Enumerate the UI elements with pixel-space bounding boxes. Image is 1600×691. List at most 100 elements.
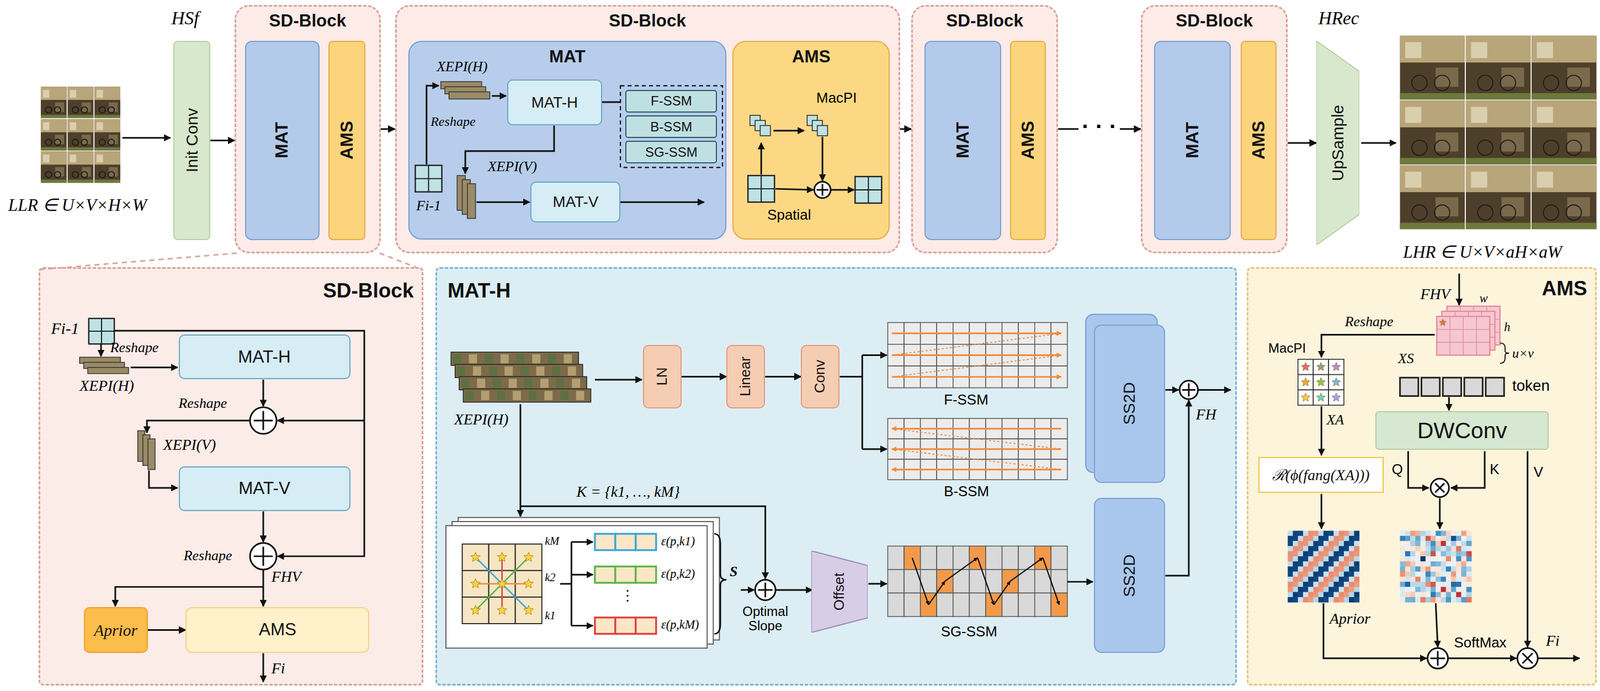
heatmap-cell xyxy=(1313,540,1319,547)
wire xyxy=(519,404,522,517)
ss2d-box: SS2D xyxy=(1093,324,1166,483)
photo-detail xyxy=(1400,100,1465,128)
heatmap-cell xyxy=(1287,571,1294,578)
panel-title: AMS xyxy=(733,46,889,67)
detail-panel: LNLinearConvSS2DOffsetSS2DMAT-H xyxy=(435,267,1237,686)
scan-label: F-SSM xyxy=(943,391,989,408)
heatmap-cell xyxy=(1435,545,1442,552)
tensor-label: FHV xyxy=(271,568,302,586)
star-marker xyxy=(1331,377,1341,386)
heatmap-cell xyxy=(1461,576,1467,583)
star-marker xyxy=(1439,319,1447,326)
epi-strip xyxy=(87,367,129,374)
heatmap-cell xyxy=(1298,592,1304,598)
wire xyxy=(475,557,529,611)
mat-module: MAT xyxy=(1154,40,1231,241)
photo-detail xyxy=(72,107,79,114)
heatmap-cell xyxy=(1343,597,1350,603)
heatmap-cell xyxy=(1333,535,1339,542)
prior-box: Aprior xyxy=(83,607,148,653)
star-marker xyxy=(1331,362,1341,371)
photo-detail xyxy=(40,119,67,133)
epi-strip-detail xyxy=(481,390,490,401)
box-label: Linear xyxy=(737,356,754,397)
heatmap-cell xyxy=(1435,586,1442,593)
epi-strip-detail xyxy=(456,366,466,376)
process-box: AMS xyxy=(185,607,370,653)
tensor-label: FHV xyxy=(1420,285,1451,304)
photo-detail xyxy=(1543,204,1559,221)
heatmap-cell xyxy=(1400,581,1406,588)
heatmap-cell xyxy=(1323,586,1330,593)
dimension-label: h xyxy=(1503,320,1511,334)
heatmap-cell xyxy=(1425,566,1432,572)
tensor-label: XEPI(H) xyxy=(454,411,509,429)
heatmap-cell xyxy=(1328,535,1334,542)
flow-arrow xyxy=(1287,141,1317,144)
heatmap-cell xyxy=(1415,535,1421,542)
photo-detail xyxy=(67,114,94,119)
heatmap-cell xyxy=(1441,535,1447,542)
photo-detail xyxy=(72,139,79,146)
wire xyxy=(840,375,863,378)
heatmap-cell xyxy=(1466,586,1472,593)
heatmap-cell xyxy=(1446,530,1452,537)
heatmap-cell xyxy=(1420,597,1427,603)
scan-cell xyxy=(969,592,986,617)
sd-block: MATAMSSD-Block xyxy=(1140,4,1288,253)
photo-detail xyxy=(1531,35,1597,63)
heatmap-cell xyxy=(1318,551,1325,557)
heatmap-cell xyxy=(1303,556,1309,562)
box-label: LN xyxy=(654,367,671,386)
wire xyxy=(571,624,593,627)
epi-strip-detail xyxy=(528,390,538,401)
heatmap-cell xyxy=(1430,586,1437,593)
heatmap-cell xyxy=(1450,566,1457,572)
mat-module: MAT xyxy=(924,40,1002,241)
heatmap-cell xyxy=(1308,535,1314,542)
wire xyxy=(1165,389,1179,391)
heatmap-cell xyxy=(1313,581,1319,588)
box-label: MAT-H xyxy=(237,347,291,368)
heatmap-cell xyxy=(1455,581,1462,588)
wire xyxy=(1463,316,1464,355)
star-marker xyxy=(470,578,481,589)
wire xyxy=(620,201,705,204)
heatmap-cell xyxy=(1292,571,1299,578)
ams-module: AMS xyxy=(1240,40,1277,241)
heatmap-cell xyxy=(1461,556,1467,562)
ss2d-box: SS2D xyxy=(1093,497,1166,653)
wire xyxy=(891,448,1062,450)
heatmap-cell xyxy=(1425,597,1432,603)
heatmap-cell xyxy=(1446,561,1452,567)
heatmap-cell xyxy=(1287,530,1294,537)
heatmap-cell xyxy=(1405,576,1411,583)
heatmap-cell xyxy=(1303,561,1309,567)
photo-tile xyxy=(1465,165,1531,230)
heatmap-cell xyxy=(1303,545,1309,552)
heatmap-cell xyxy=(1450,551,1457,557)
heatmap-cell xyxy=(1425,540,1432,547)
panel-title: AMS xyxy=(1542,277,1588,301)
box-label: Offset xyxy=(831,572,848,611)
box-label: Conv xyxy=(811,359,829,393)
heatmap-cell xyxy=(1425,571,1432,578)
heatmap-cell xyxy=(1405,545,1411,552)
heatmap-cell xyxy=(1430,581,1437,588)
sum-symbol xyxy=(1179,380,1198,400)
heatmap-cell xyxy=(1308,592,1314,598)
heatmap-cell xyxy=(1318,586,1325,593)
heatmap-cell xyxy=(1425,551,1432,557)
heatmap-cell xyxy=(1338,597,1345,603)
heatmap-cell xyxy=(1298,535,1304,542)
heatmap-cell xyxy=(1450,545,1457,552)
heatmap-cell xyxy=(1466,540,1472,547)
wire xyxy=(1198,389,1231,391)
wire xyxy=(891,449,1062,470)
feature-icon xyxy=(747,175,775,203)
epi-strip-detail xyxy=(536,366,545,376)
heatmap-cell xyxy=(1446,597,1452,603)
heatmap-cell xyxy=(1348,571,1355,578)
star-marker xyxy=(523,578,534,589)
set-label: K = {k1, …, kM} xyxy=(576,483,680,501)
